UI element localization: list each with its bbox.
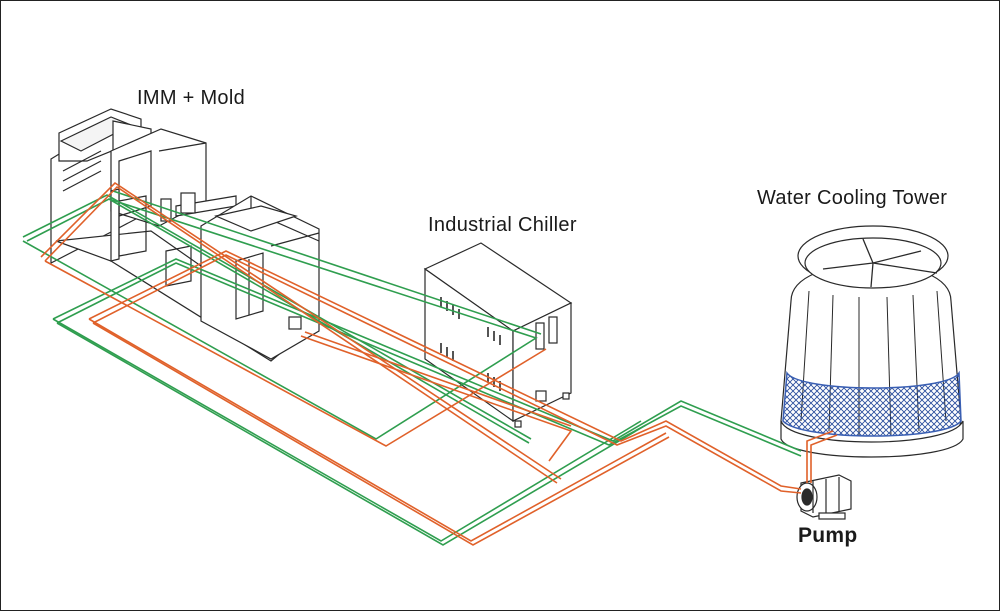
pump-label: Pump	[798, 524, 858, 547]
imm-mold-label: IMM + Mold	[137, 87, 246, 109]
water-cooling-tower-label: Water Cooling Tower	[757, 187, 948, 209]
return-pipes	[40, 181, 838, 546]
cooling-tower	[780, 225, 964, 458]
imm-machine	[50, 108, 320, 362]
pump-unit	[796, 474, 852, 520]
industrial-chiller-label: Industrial Chiller	[428, 214, 577, 236]
